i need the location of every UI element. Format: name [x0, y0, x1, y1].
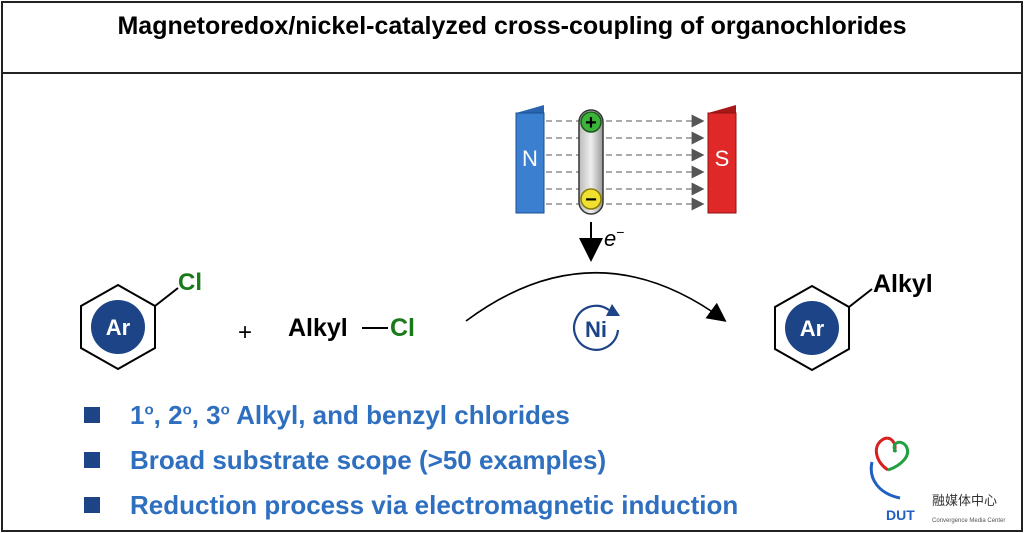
magnet-assembly: N + − S e− [515, 105, 737, 262]
logo-cn: 融媒体中心 [932, 494, 997, 509]
aryl-alkyl-bond [848, 288, 873, 308]
logo-swirl-red-icon [874, 436, 897, 472]
aryl-label-product: Ar [800, 316, 825, 341]
aryl-cl-bond [154, 287, 179, 307]
bullet-item: 1o, 2o, 3o Alkyl, and benzyl chlorides [84, 398, 570, 432]
alkyl-label: Alkyl [288, 314, 348, 342]
plus-sign: + [585, 112, 597, 134]
cycle-arrowhead-icon [606, 304, 620, 316]
logo-text: DUT [886, 507, 915, 523]
aryl-chloride: Ar Cl [80, 269, 202, 371]
reaction-arrow [465, 271, 727, 322]
bullet-square-icon [84, 407, 100, 423]
bullet-item: Broad substrate scope (>50 examples) [84, 443, 606, 477]
bullet-text: 1o, 2o, 3o Alkyl, and benzyl chlorides [130, 399, 570, 430]
aryl-circle [91, 300, 145, 354]
aryl-circle-product [785, 301, 839, 355]
bullet-text: Reduction process via electromagnetic in… [130, 489, 739, 520]
dut-logo: DUT 融媒体中心 Convergence Media Center [869, 436, 1005, 524]
bullet-square-icon [84, 452, 100, 468]
north-label: N [522, 146, 538, 171]
nickel-cycle: Ni [573, 304, 620, 351]
aryl-label: Ar [106, 315, 131, 340]
conductor-rod [578, 109, 604, 215]
product-alkyl: Alkyl [873, 270, 933, 298]
bullet-text: Broad substrate scope (>50 examples) [130, 444, 607, 475]
logo-swirl-green-icon [887, 440, 909, 472]
plus-operator: + [238, 319, 252, 346]
cycle-arc [573, 304, 620, 351]
logo-swirl-blue-icon [869, 461, 901, 500]
electron-label: e− [604, 224, 624, 251]
logo-en: Convergence Media Center [932, 518, 1005, 524]
minus-sign: − [585, 189, 597, 211]
positive-pole-icon [580, 111, 602, 133]
alkyl-chlorine: Cl [390, 314, 415, 342]
page-title: Magnetoredox/nickel-catalyzed cross-coup… [117, 12, 907, 40]
south-magnet [707, 112, 737, 214]
south-label: S [715, 146, 730, 171]
bullet-square-icon [84, 497, 100, 513]
negative-pole-icon [580, 188, 602, 210]
nickel-label: Ni [585, 317, 607, 342]
bullet-item: Reduction process via electromagnetic in… [84, 488, 738, 522]
alkyl-chloride: Alkyl Cl [288, 314, 415, 342]
aryl-chlorine: Cl [178, 269, 202, 296]
product: Ar Alkyl [774, 270, 933, 372]
north-magnet [515, 112, 545, 214]
